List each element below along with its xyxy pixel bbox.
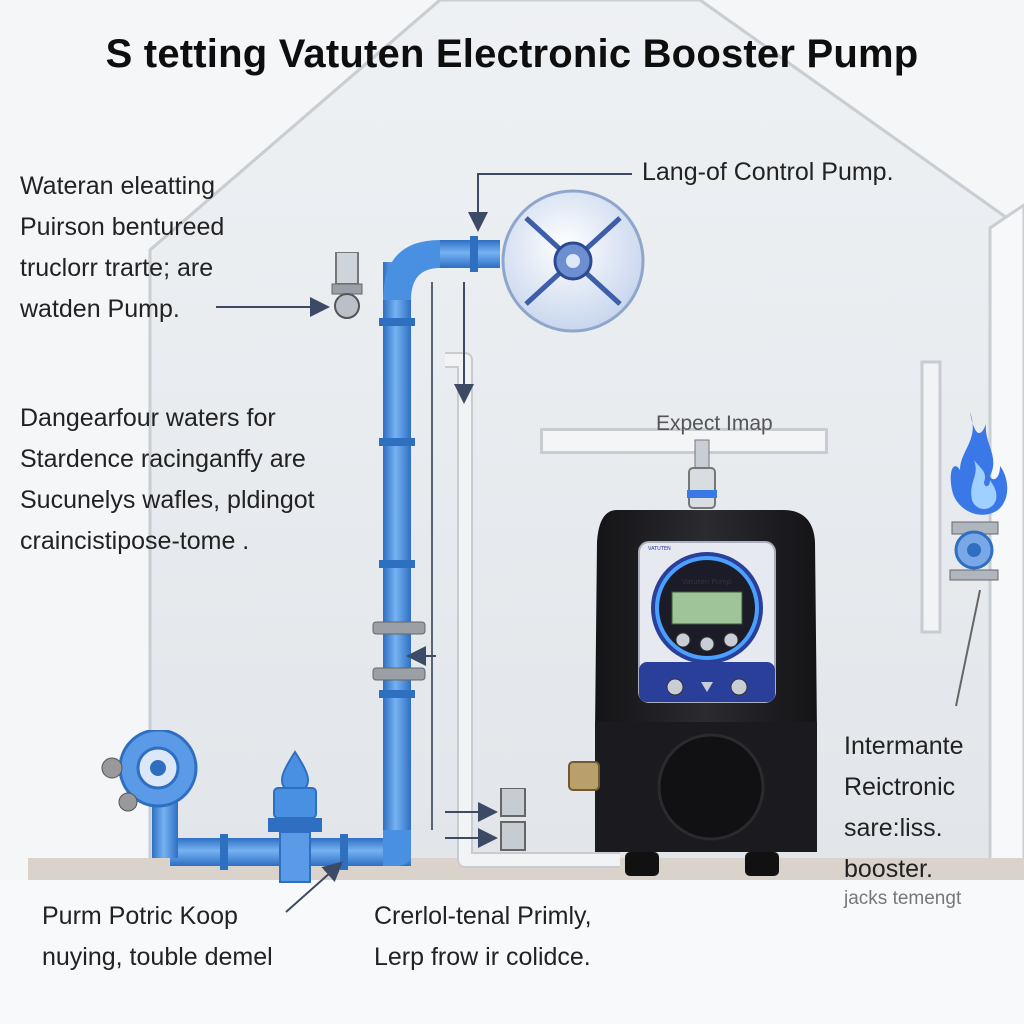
callout-line: Dangearfour waters for xyxy=(20,404,276,432)
callout-line: Sucunelys wafles, pldingot xyxy=(20,486,315,514)
flame-pipe xyxy=(955,590,981,707)
callout-line: Wateran eleatting xyxy=(20,172,216,200)
callout-right-small: jacks temengt xyxy=(844,888,962,909)
callout-top-right: Lang-of Control Pump. xyxy=(642,158,894,186)
callout-line: Intermante xyxy=(844,732,964,760)
gauge-icon xyxy=(101,730,198,812)
valve-icon xyxy=(331,252,363,319)
callout-line: nuying, touble demel xyxy=(42,943,273,971)
sign-board xyxy=(540,428,828,454)
callout-bottom-center: Crerlol-tenal Primly, Lerp frow ir colid… xyxy=(374,896,592,978)
sign-label: Expect Imap xyxy=(656,412,773,435)
callout-line: Lerp frow ir colidce. xyxy=(374,943,591,971)
fan-icon xyxy=(501,189,645,333)
callout-line: Reictronic xyxy=(844,773,956,801)
pump-badge: VATUTEN xyxy=(648,546,671,552)
flame-icon xyxy=(949,412,1008,581)
callout-line: sare:liss. xyxy=(844,814,943,842)
callout-line: Stardence racinganffy are xyxy=(20,445,306,473)
pipe-clamp xyxy=(372,621,426,681)
valve-icon xyxy=(500,788,526,851)
callout-line: Purm Potric Koop xyxy=(42,902,238,930)
callout-mid-left: Dangearfour waters for Stardence racinga… xyxy=(20,398,315,562)
booster-pump[interactable] xyxy=(565,432,830,882)
callout-bottom-left: Purm Potric Koop nuying, touble demel xyxy=(42,896,273,978)
valve-icon xyxy=(268,750,322,883)
callout-line: Crerlol-tenal Primly, xyxy=(374,902,592,930)
callout-right: Intermante Reictronic sare:liss. booster… xyxy=(844,726,964,890)
callout-line: craincistipose-tome . xyxy=(20,527,250,555)
page-title: S tetting Vatuten Electronic Booster Pum… xyxy=(105,32,919,76)
callout-line: booster. xyxy=(844,855,933,883)
callout-line: watden Pump. xyxy=(20,295,180,323)
pump-brand-label: Vatuten Pump xyxy=(682,578,732,586)
callout-top-left: Wateran eleatting Puirson bentureed truc… xyxy=(20,166,224,330)
callout-line: Puirson bentureed xyxy=(20,213,225,241)
callout-line: truclorr trarte; are xyxy=(20,254,214,282)
